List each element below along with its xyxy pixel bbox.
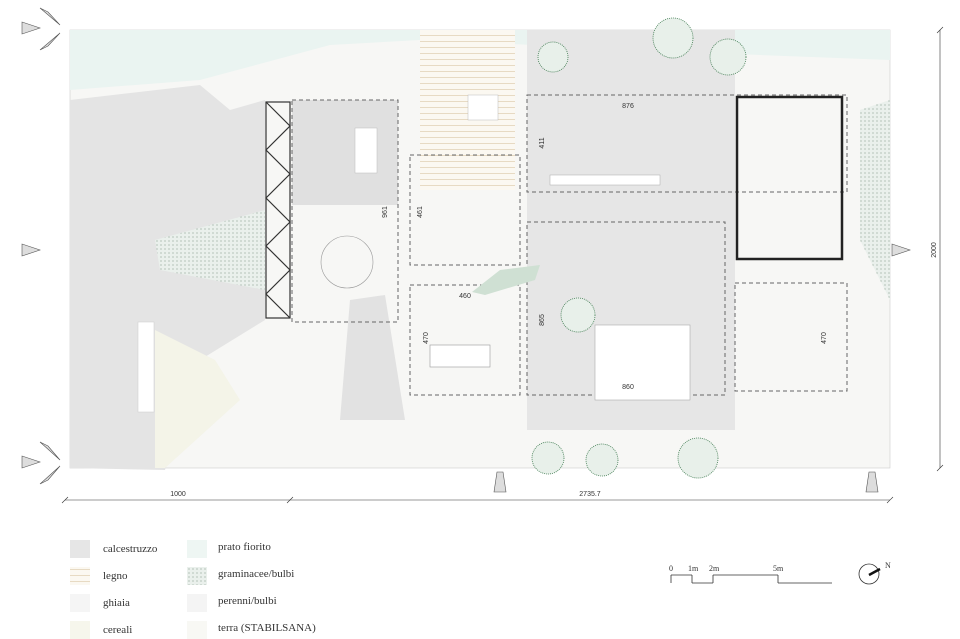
trees [531,17,747,479]
dim-right-top-height: 411 [539,137,546,148]
tree [677,437,719,479]
dim-right-big-height: 865 [539,314,546,326]
legend-label: prato fiorito [218,541,271,553]
round-table [320,235,374,289]
scale-label: 1m [688,564,699,573]
green-path [472,265,540,295]
dim-right-top-width: 876 [622,103,634,110]
dim-height: 2000 [931,242,938,258]
cereali-patch [155,330,240,468]
scale-label: 2m [709,564,720,573]
bench-top [549,174,661,186]
graminacee-patch [155,210,265,290]
dim-right-small: 470 [821,332,828,344]
tree [585,443,619,477]
frame-structure [735,95,844,261]
dim-right-big-width: 860 [622,384,634,391]
module-right-small [734,282,848,392]
dimension-lines [61,26,944,504]
north-label: N [885,561,891,570]
north-arrow-icon [858,563,881,585]
legend-label: terra (STABILSANA) [218,622,316,634]
legend-swatch [70,594,90,612]
concrete-ramp [340,295,405,420]
legend-swatch [70,621,90,639]
tree [531,441,565,475]
dim-mid-top: 461 [417,206,424,218]
legend-swatch [187,567,207,585]
wood-deck [420,30,515,190]
grid-table [594,324,691,401]
dim-left-width: 1000 [170,491,186,498]
legend-swatch [187,594,207,612]
legend-label: cereali [103,624,132,636]
module-mid-top [409,154,521,266]
module-mid-bottom [409,284,521,396]
scale-label: 0 [669,564,673,573]
legend-swatch [70,567,90,585]
legend-swatch [70,540,90,558]
scaffolding [265,101,291,319]
dim-total-width: 2735.7 [579,491,601,498]
dim-mid-bottom: 470 [423,332,430,344]
table [354,127,378,174]
legend-swatch [187,540,207,558]
dim-mid-width: 460 [459,293,471,300]
legend-label: perenni/bulbi [218,595,277,607]
deck-table [467,94,499,121]
module-right-top [526,94,848,193]
tree [560,297,596,333]
legend-label: ghiaia [103,597,130,609]
left-module-room [292,100,398,205]
legend-label: legno [103,570,128,582]
legend-label: graminacee/bulbi [218,568,294,580]
lamp-icons [21,7,911,493]
legend-label: calcestruzzo [103,543,158,555]
graminacee-patch-right [860,100,890,300]
concrete-left [70,85,265,470]
tree [652,17,694,59]
tree [537,41,569,73]
dim-left-module: 961 [382,206,389,218]
scale-bar [670,574,832,584]
bench [137,321,155,413]
module-left [291,99,399,323]
scale-label: 5m [773,564,784,573]
legend-swatch [187,621,207,639]
cabinet [429,344,491,368]
legend: calcestruzzo legno ghiaia cereali prato … [70,540,316,639]
tree [709,38,747,76]
